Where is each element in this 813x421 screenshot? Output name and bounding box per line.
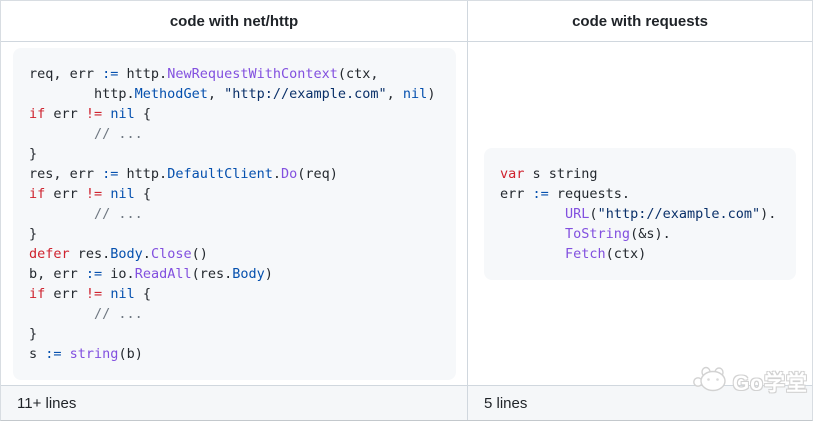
body-row: req, err := http.NewRequestWithContext(c… <box>1 42 812 385</box>
body-cell-nethttp: req, err := http.NewRequestWithContext(c… <box>1 42 468 385</box>
watermark: Go学堂 <box>692 365 808 398</box>
code-block-nethttp: req, err := http.NewRequestWithContext(c… <box>13 48 456 380</box>
footer-row: 11+ lines 5 lines <box>1 385 812 420</box>
watermark-label: Go学堂 <box>732 371 808 395</box>
header-row: code with net/http code with requests <box>1 1 812 42</box>
column-header-requests: code with requests <box>572 12 708 30</box>
gopher-mascot-icon <box>692 365 728 398</box>
column-header-nethttp: code with net/http <box>1 1 468 41</box>
line-count-requests: 5 lines <box>484 394 528 412</box>
line-count-nethttp: 11+ lines <box>1 386 468 420</box>
